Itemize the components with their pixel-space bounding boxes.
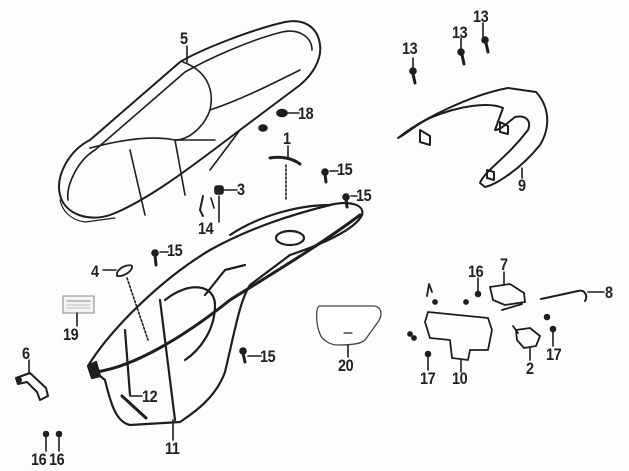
callout-15d[interactable]: 15 bbox=[260, 347, 276, 366]
part-4-cap[interactable] bbox=[116, 264, 133, 277]
callout-17b[interactable]: 17 bbox=[420, 369, 436, 388]
nut-part-17[interactable] bbox=[424, 313, 557, 358]
seat-part-5[interactable] bbox=[58, 20, 322, 223]
bolt-part-13[interactable] bbox=[409, 22, 490, 85]
bracket-part-6[interactable] bbox=[15, 372, 49, 401]
nut-part-16a[interactable] bbox=[474, 290, 482, 298]
dash-4 bbox=[126, 277, 149, 341]
callout-8[interactable]: 8 bbox=[605, 283, 613, 302]
callout-4[interactable]: 4 bbox=[91, 262, 99, 281]
callout-5[interactable]: 5 bbox=[180, 29, 188, 48]
callout-18[interactable]: 18 bbox=[298, 104, 314, 123]
nut-part-16[interactable] bbox=[42, 430, 63, 438]
bracket-part-10[interactable] bbox=[407, 283, 493, 361]
callout-10[interactable]: 10 bbox=[452, 369, 468, 388]
callout-3[interactable]: 3 bbox=[237, 180, 245, 199]
part-1-trim[interactable] bbox=[268, 155, 302, 166]
bumper-part-18[interactable] bbox=[258, 108, 288, 132]
callout-14[interactable]: 14 bbox=[198, 219, 214, 238]
callout-13a[interactable]: 13 bbox=[402, 39, 418, 58]
callout-16b[interactable]: 16 bbox=[31, 450, 47, 469]
callout-16c[interactable]: 16 bbox=[49, 450, 65, 469]
callout-7[interactable]: 7 bbox=[500, 255, 508, 274]
rear-carrier-part-9[interactable] bbox=[397, 87, 549, 188]
actuator-part-2[interactable] bbox=[512, 325, 541, 349]
callout-13b[interactable]: 13 bbox=[452, 23, 468, 42]
callout-20[interactable]: 20 bbox=[338, 356, 354, 375]
callout-15a[interactable]: 15 bbox=[337, 160, 353, 179]
callout-2[interactable]: 2 bbox=[526, 359, 534, 378]
callout-11[interactable]: 11 bbox=[165, 439, 180, 458]
latch-part-7[interactable] bbox=[489, 283, 526, 311]
callout-1[interactable]: 1 bbox=[283, 129, 291, 148]
callout-13c[interactable]: 13 bbox=[473, 7, 489, 26]
callout-16a[interactable]: 16 bbox=[468, 262, 484, 281]
callout-6[interactable]: 6 bbox=[22, 344, 30, 363]
luggage-box-part-11[interactable] bbox=[86, 201, 364, 427]
callout-15c[interactable]: 15 bbox=[167, 241, 183, 260]
cable-part-8[interactable] bbox=[540, 289, 588, 302]
callout-12[interactable]: 12 bbox=[142, 387, 158, 406]
callout-17a[interactable]: 17 bbox=[546, 345, 562, 364]
callout-9[interactable]: 9 bbox=[518, 176, 526, 195]
callout-15b[interactable]: 15 bbox=[356, 186, 372, 205]
rod-part-12[interactable] bbox=[120, 394, 148, 420]
label-part-19[interactable] bbox=[62, 295, 95, 314]
cover-part-20[interactable] bbox=[315, 305, 382, 346]
lock-part-3-14[interactable] bbox=[199, 185, 224, 217]
callout-19[interactable]: 19 bbox=[63, 325, 79, 344]
